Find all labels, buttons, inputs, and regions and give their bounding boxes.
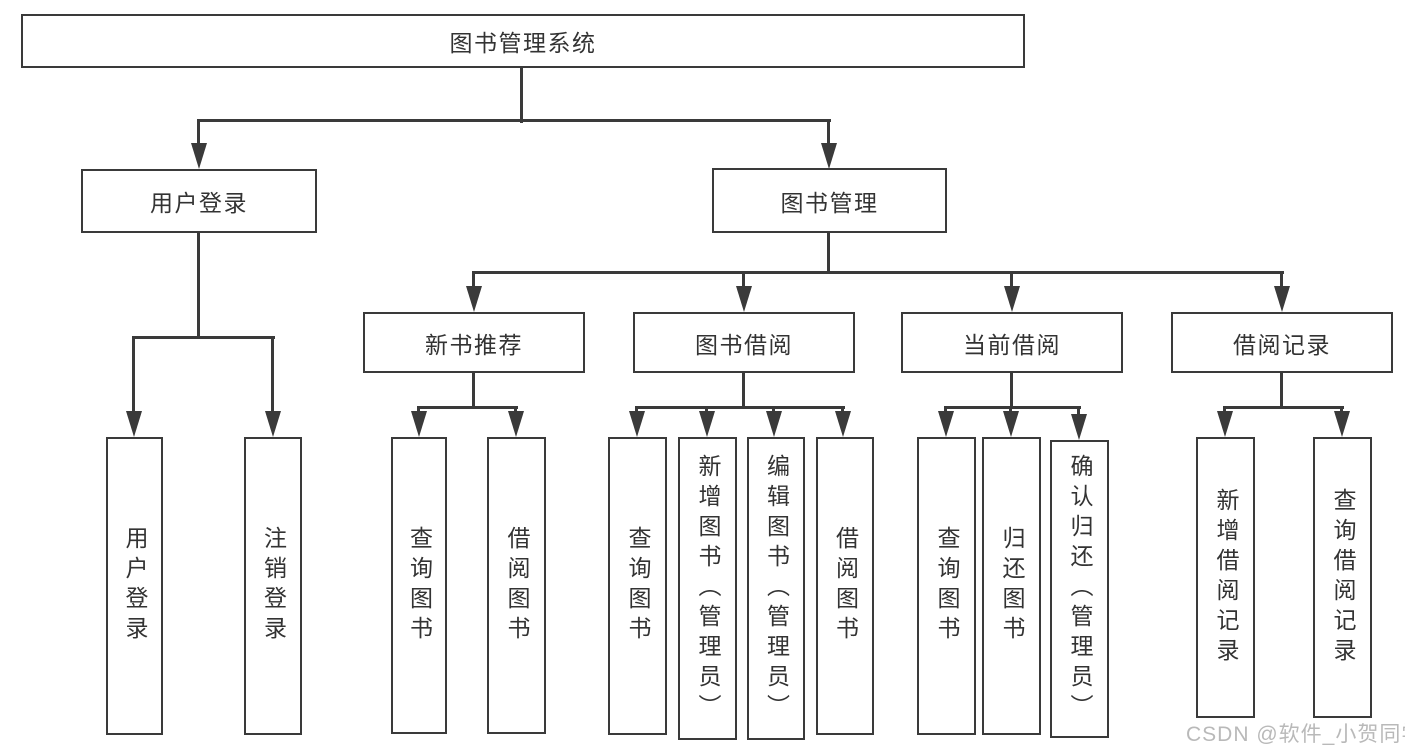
- connector-user-login-stub: [197, 119, 200, 145]
- leaf-query-record-label: 查询借阅记录: [1330, 487, 1356, 668]
- leaf-query-book-1: 查询图书: [391, 437, 447, 734]
- connector-leaf-borrow2-stub: [841, 406, 844, 413]
- connector-leaf-user-login-stub: [132, 336, 135, 412]
- connector-book-borrow-drop: [742, 373, 745, 409]
- arrowhead-leaf-confirm: [1071, 414, 1087, 440]
- connector-group-d-hbar: [944, 406, 1081, 409]
- leaf-query-record: 查询借阅记录: [1313, 437, 1372, 718]
- connector-leaf-confirm-stub: [1077, 406, 1080, 416]
- leaf-confirm-return: 确认归还（管理员）: [1050, 440, 1109, 738]
- connector-user-login-drop: [197, 233, 200, 339]
- node-new-book-rec: 新书推荐: [363, 312, 585, 373]
- connector-group-a-hbar: [132, 336, 275, 339]
- connector-leaf-query3-stub: [944, 406, 947, 413]
- leaf-edit-book-label: 编辑图书（管理员）: [763, 453, 790, 724]
- arrowhead-leaf-add-record: [1217, 411, 1233, 437]
- node-new-book-rec-label: 新书推荐: [425, 331, 523, 358]
- connector-current-borrow-stub: [1010, 271, 1013, 286]
- connector-new-book-rec-stub: [472, 271, 475, 286]
- connector-leaf-add-record-stub: [1223, 406, 1226, 413]
- arrowhead-leaf-logout: [265, 411, 281, 437]
- leaf-user-login-label: 用户登录: [122, 526, 148, 646]
- node-book-mgmt-label: 图书管理: [780, 189, 879, 216]
- arrowhead-borrow-records: [1274, 286, 1290, 312]
- connector-leaf-query-record-stub: [1340, 406, 1343, 413]
- node-borrow-records: 借阅记录: [1171, 312, 1393, 373]
- leaf-borrow-book-1-label: 借阅图书: [504, 525, 530, 646]
- leaf-return-book: 归还图书: [982, 437, 1041, 735]
- leaf-query-book-2-label: 查询图书: [625, 526, 651, 646]
- connector-book-mgmt-stub: [827, 119, 830, 145]
- connector-group-e-hbar: [1223, 406, 1344, 409]
- leaf-borrow-book-2-label: 借阅图书: [832, 526, 859, 646]
- leaf-borrow-book-1: 借阅图书: [487, 437, 546, 734]
- connector-book-mgmt-drop: [827, 233, 830, 274]
- connector-leaf-query2-stub: [635, 406, 638, 413]
- node-current-borrow-label: 当前借阅: [963, 331, 1061, 358]
- csdn-watermark: CSDN @软件_小贺同学: [1186, 723, 1405, 746]
- connector-borrow-records-drop: [1280, 373, 1283, 409]
- connector-leaf-logout-stub: [271, 336, 274, 412]
- connector-leaf-edit-book-stub: [772, 406, 775, 413]
- connector-group-c-hbar: [635, 406, 845, 409]
- connector-group-b-hbar: [417, 406, 518, 409]
- arrowhead-new-book-rec: [466, 286, 482, 312]
- leaf-borrow-book-2: 借阅图书: [816, 437, 874, 735]
- arrowhead-leaf-user-login: [126, 411, 142, 437]
- arrowhead-leaf-add-book: [699, 411, 715, 437]
- node-root: 图书管理系统: [21, 14, 1025, 68]
- leaf-query-book-1-label: 查询图书: [406, 525, 433, 646]
- leaf-query-book-3-label: 查询图书: [934, 526, 960, 646]
- leaf-edit-book: 编辑图书（管理员）: [747, 437, 805, 740]
- leaf-confirm-return-label: 确认归还（管理员）: [1067, 454, 1093, 724]
- arrowhead-leaf-query3: [938, 411, 954, 437]
- connector-leaf-return-stub: [1009, 406, 1012, 413]
- arrowhead-current-borrow: [1004, 286, 1020, 312]
- node-book-borrow: 图书借阅: [633, 312, 855, 373]
- node-user-login-label: 用户登录: [150, 190, 248, 216]
- leaf-query-book-3: 查询图书: [917, 437, 976, 735]
- arrowhead-leaf-query2: [629, 411, 645, 437]
- leaf-add-book: 新增图书（管理员）: [678, 437, 737, 740]
- arrowhead-leaf-borrow1: [508, 411, 524, 437]
- arrowhead-leaf-query-record: [1334, 411, 1350, 437]
- connector-leaf-query1-stub: [417, 406, 420, 413]
- arrowhead-leaf-edit-book: [766, 411, 782, 437]
- leaf-logout-label: 注销登录: [260, 526, 287, 646]
- connector-leaf-add-book-stub: [705, 406, 708, 413]
- connector-root-hbar: [197, 119, 831, 122]
- arrowhead-leaf-borrow2: [835, 411, 851, 437]
- arrowhead-book-mgmt: [821, 143, 837, 169]
- leaf-add-book-label: 新增图书（管理员）: [695, 453, 721, 724]
- connector-level2-hbar: [472, 271, 1284, 274]
- connector-book-borrow-stub: [742, 271, 745, 286]
- node-book-borrow-label: 图书借阅: [695, 331, 793, 358]
- leaf-add-record-label: 新增借阅记录: [1213, 487, 1239, 668]
- arrowhead-book-borrow: [736, 286, 752, 312]
- connector-current-borrow-drop: [1010, 373, 1013, 409]
- leaf-add-record: 新增借阅记录: [1196, 437, 1255, 718]
- arrowhead-leaf-query1: [411, 411, 427, 437]
- leaf-user-login: 用户登录: [106, 437, 163, 735]
- connector-new-book-rec-drop: [472, 373, 475, 409]
- connector-leaf-borrow1-stub: [514, 406, 517, 413]
- node-root-label: 图书管理系统: [449, 30, 597, 56]
- connector-root-drop: [520, 67, 523, 123]
- leaf-logout: 注销登录: [244, 437, 302, 735]
- node-current-borrow: 当前借阅: [901, 312, 1123, 373]
- arrowhead-leaf-return: [1003, 411, 1019, 437]
- arrowhead-user-login: [191, 143, 207, 169]
- leaf-return-book-label: 归还图书: [999, 526, 1025, 646]
- node-user-login: 用户登录: [81, 169, 317, 233]
- node-borrow-records-label: 借阅记录: [1233, 331, 1331, 358]
- connector-borrow-records-stub: [1280, 271, 1283, 286]
- leaf-query-book-2: 查询图书: [608, 437, 667, 735]
- node-book-mgmt: 图书管理: [712, 168, 947, 233]
